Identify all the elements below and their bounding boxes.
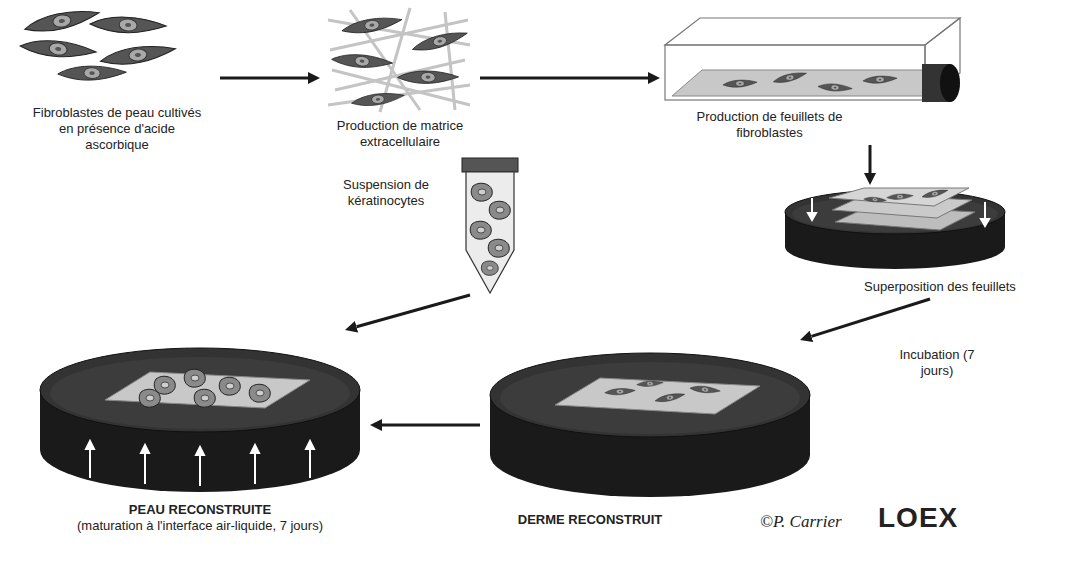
logo-text: LOEX bbox=[878, 502, 958, 534]
flow-arrow bbox=[357, 295, 470, 327]
stage-sheets: Production de feuillets de fibroblastes bbox=[660, 12, 965, 145]
petri-dish-stack bbox=[785, 188, 1005, 269]
stage-caption: Production de feuillets de fibroblastes bbox=[692, 109, 847, 141]
centrifuge-tube bbox=[462, 158, 518, 293]
caption-block: Suspension de kératinocytes bbox=[330, 177, 442, 209]
stage-stacking: Superposition des feuillets bbox=[780, 185, 1040, 299]
caption-block: Superposition des feuillets bbox=[850, 279, 1030, 295]
caption-block: PEAU RECONSTRUITE(maturation à l'interfa… bbox=[30, 502, 370, 534]
caption-block: Production de matrice extracellulaire bbox=[320, 118, 480, 150]
stage-dermis: DERME RECONSTRUIT bbox=[480, 340, 830, 532]
matrix-fibers bbox=[328, 8, 470, 112]
flow-arrow bbox=[220, 77, 308, 80]
stage-caption: Superposition des feuillets bbox=[850, 279, 1030, 295]
petri-dish-skin bbox=[40, 348, 360, 492]
stage-caption: DERME RECONSTRUIT bbox=[490, 512, 690, 528]
matrix-cells bbox=[331, 16, 469, 107]
caption-block: Fibroblastes de peau cultivés en présenc… bbox=[27, 105, 207, 153]
stage-caption: PEAU RECONSTRUITE bbox=[30, 502, 370, 518]
flow-arrow bbox=[869, 145, 872, 173]
caption-block: DERME RECONSTRUIT bbox=[490, 512, 690, 528]
stage-fibroblasts: Fibroblastes de peau cultivés en présenc… bbox=[15, 8, 220, 157]
stage-skin: PEAU RECONSTRUITE(maturation à l'interfa… bbox=[30, 330, 370, 538]
stage-caption: Fibroblastes de peau cultivés en présenc… bbox=[27, 105, 207, 153]
flow-arrow bbox=[811, 299, 930, 336]
stage-keratinocytes: Suspension de kératinocytes bbox=[330, 155, 525, 295]
stage-matrix: Production de matrice extracellulaire bbox=[320, 3, 480, 154]
stage-subcaption: (maturation à l'interface air-liquide, 7… bbox=[30, 518, 370, 534]
stage-caption: Suspension de kératinocytes bbox=[330, 177, 442, 209]
fibroblast-cells bbox=[19, 8, 176, 82]
copyright-note: ©P. Carrier bbox=[760, 512, 842, 532]
arrow-label: Incubation (7 jours) bbox=[895, 346, 979, 380]
culture-box bbox=[665, 18, 960, 102]
flow-arrow bbox=[382, 424, 480, 427]
flow-arrow bbox=[480, 77, 648, 80]
petri-dish-dermis bbox=[490, 353, 810, 497]
stage-caption: Production de matrice extracellulaire bbox=[320, 118, 480, 150]
caption-block: Production de feuillets de fibroblastes bbox=[692, 109, 847, 141]
